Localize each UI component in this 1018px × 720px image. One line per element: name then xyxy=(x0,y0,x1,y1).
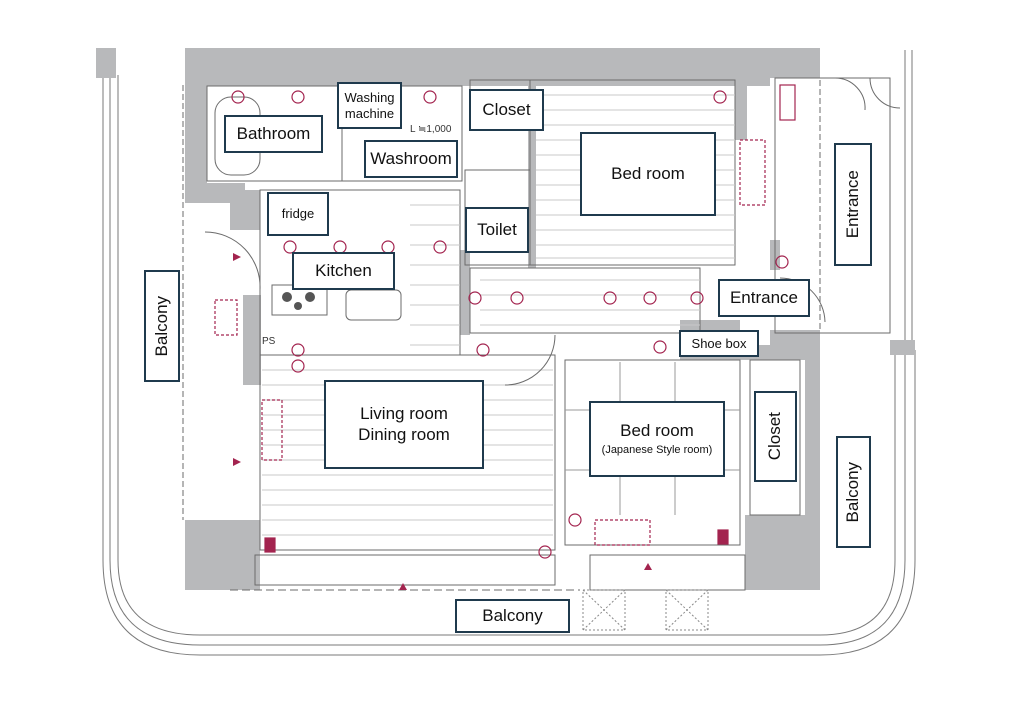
room-name: Washroom xyxy=(370,148,452,168)
doors xyxy=(204,77,901,386)
room-label-entrance-outside: Entrance xyxy=(834,143,872,266)
room-name-line2: Dining room xyxy=(358,424,450,444)
balcony-railing xyxy=(102,50,916,656)
room-name-line1: Washing xyxy=(344,89,395,105)
direction-markers xyxy=(233,253,652,590)
room-name: Bed room xyxy=(620,420,694,440)
room-name: fridge xyxy=(281,206,315,222)
electrical-fixtures xyxy=(214,84,796,559)
room-sublabel: (Japanese Style room) xyxy=(601,444,713,457)
room-name: Entrance xyxy=(842,170,862,239)
room-name-line1: Living room xyxy=(360,404,448,424)
room-name: Balcony xyxy=(151,295,171,357)
kitchen-stove xyxy=(271,284,328,316)
pipe-space-label: PS xyxy=(262,336,276,347)
room-label-toilet: Toilet xyxy=(465,207,529,253)
room-name: Balcony xyxy=(482,605,543,625)
access-hatches xyxy=(582,589,709,631)
washer-dimension-note: L ≒1,000 xyxy=(410,124,452,135)
room-label-living-dining: Living room Dining room xyxy=(324,380,484,469)
room-label-entrance-hall: Entrance xyxy=(718,279,810,317)
room-label-balcony-south: Balcony xyxy=(455,599,570,633)
room-label-washroom: Washroom xyxy=(364,140,458,178)
room-label-closet-east: Closet xyxy=(754,391,797,482)
room-name: Shoe box xyxy=(691,335,747,351)
room-name: Closet xyxy=(765,412,785,461)
room-label-shoe-box: Shoe box xyxy=(679,330,759,357)
room-name: Entrance xyxy=(729,287,799,307)
room-label-washing-machine: Washing machine xyxy=(337,82,402,129)
room-label-balcony-west: Balcony xyxy=(144,270,180,382)
room-name-line2: machine xyxy=(344,105,395,121)
room-label-closet-north: Closet xyxy=(469,89,544,131)
room-name: Toilet xyxy=(477,219,517,239)
kitchen-sink xyxy=(345,289,402,321)
room-name: Kitchen xyxy=(315,260,372,280)
room-name: Closet xyxy=(482,99,531,119)
room-name: Bed room xyxy=(611,163,685,183)
room-label-fridge: fridge xyxy=(267,192,329,236)
room-label-bedroom-japanese: Bed room (Japanese Style room) xyxy=(589,401,725,477)
room-label-bathroom: Bathroom xyxy=(224,115,323,153)
room-name: Balcony xyxy=(843,461,863,523)
room-name: Bathroom xyxy=(236,123,311,143)
room-label-bedroom-west: Bed room xyxy=(580,132,716,216)
room-label-balcony-east: Balcony xyxy=(836,436,871,548)
room-label-kitchen: Kitchen xyxy=(292,252,395,290)
